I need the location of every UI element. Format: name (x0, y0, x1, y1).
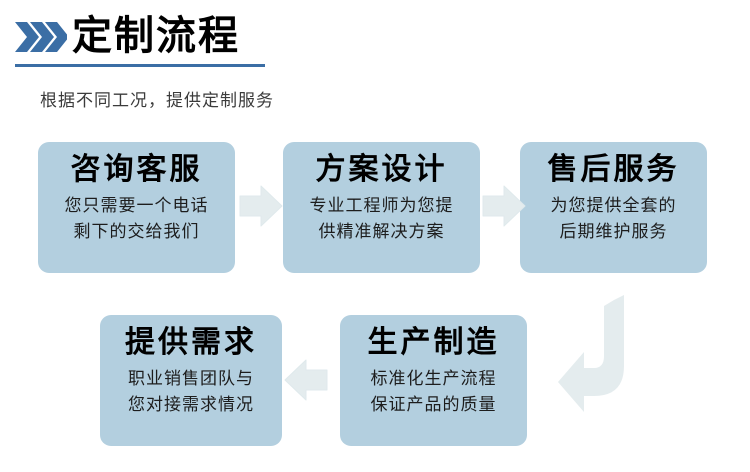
step-title: 方案设计 (315, 153, 448, 186)
step-description: 职业销售团队与 您对接需求情况 (128, 366, 254, 418)
step-description-line: 剩下的交给我们 (73, 222, 200, 242)
arrow-right-icon (482, 183, 526, 229)
step-title: 售后服务 (547, 153, 680, 186)
arrow-u-turn-left-icon (556, 294, 640, 414)
step-description-line: 职业销售团队与 (128, 369, 254, 389)
step-title: 生产制造 (367, 326, 500, 359)
step-description: 您只需要一个电话 剩下的交给我们 (65, 193, 209, 245)
step-description-line: 后期维护服务 (559, 222, 668, 242)
page-title: 定制流程 (72, 14, 240, 58)
process-step-card[interactable]: 提供需求 职业销售团队与 您对接需求情况 (100, 315, 282, 446)
process-step-card[interactable]: 方案设计 专业工程师为您提 供精准解决方案 (283, 142, 480, 273)
triple-chevron-right-icon (15, 20, 69, 54)
process-step-card[interactable]: 生产制造 标准化生产流程 保证产品的质量 (340, 315, 527, 446)
process-step-card[interactable]: 售后服务 为您提供全套的 后期维护服务 (520, 142, 707, 273)
step-description-line: 标准化生产流程 (370, 369, 497, 389)
step-description-line: 专业工程师为您提 (309, 196, 454, 216)
step-title: 提供需求 (125, 326, 257, 359)
section-header: 定制流程 (15, 14, 335, 70)
section-subtitle: 根据不同工况，提供定制服务 (40, 91, 274, 110)
arrow-right-icon (239, 183, 283, 229)
step-description-line: 保证产品的质量 (370, 395, 497, 415)
step-description-line: 您对接需求情况 (128, 395, 254, 415)
arrow-left-icon (284, 357, 328, 403)
step-description: 专业工程师为您提 供精准解决方案 (310, 193, 454, 245)
step-description: 为您提供全套的 后期维护服务 (551, 193, 677, 245)
step-description-line: 您只需要一个电话 (64, 196, 209, 216)
step-title: 咨询客服 (70, 153, 203, 186)
process-step-card[interactable]: 咨询客服 您只需要一个电话 剩下的交给我们 (38, 142, 235, 273)
title-underline (15, 64, 265, 67)
step-description: 标准化生产流程 保证产品的质量 (371, 366, 497, 418)
step-description-line: 供精准解决方案 (318, 222, 445, 242)
step-description-line: 为您提供全套的 (550, 196, 677, 216)
